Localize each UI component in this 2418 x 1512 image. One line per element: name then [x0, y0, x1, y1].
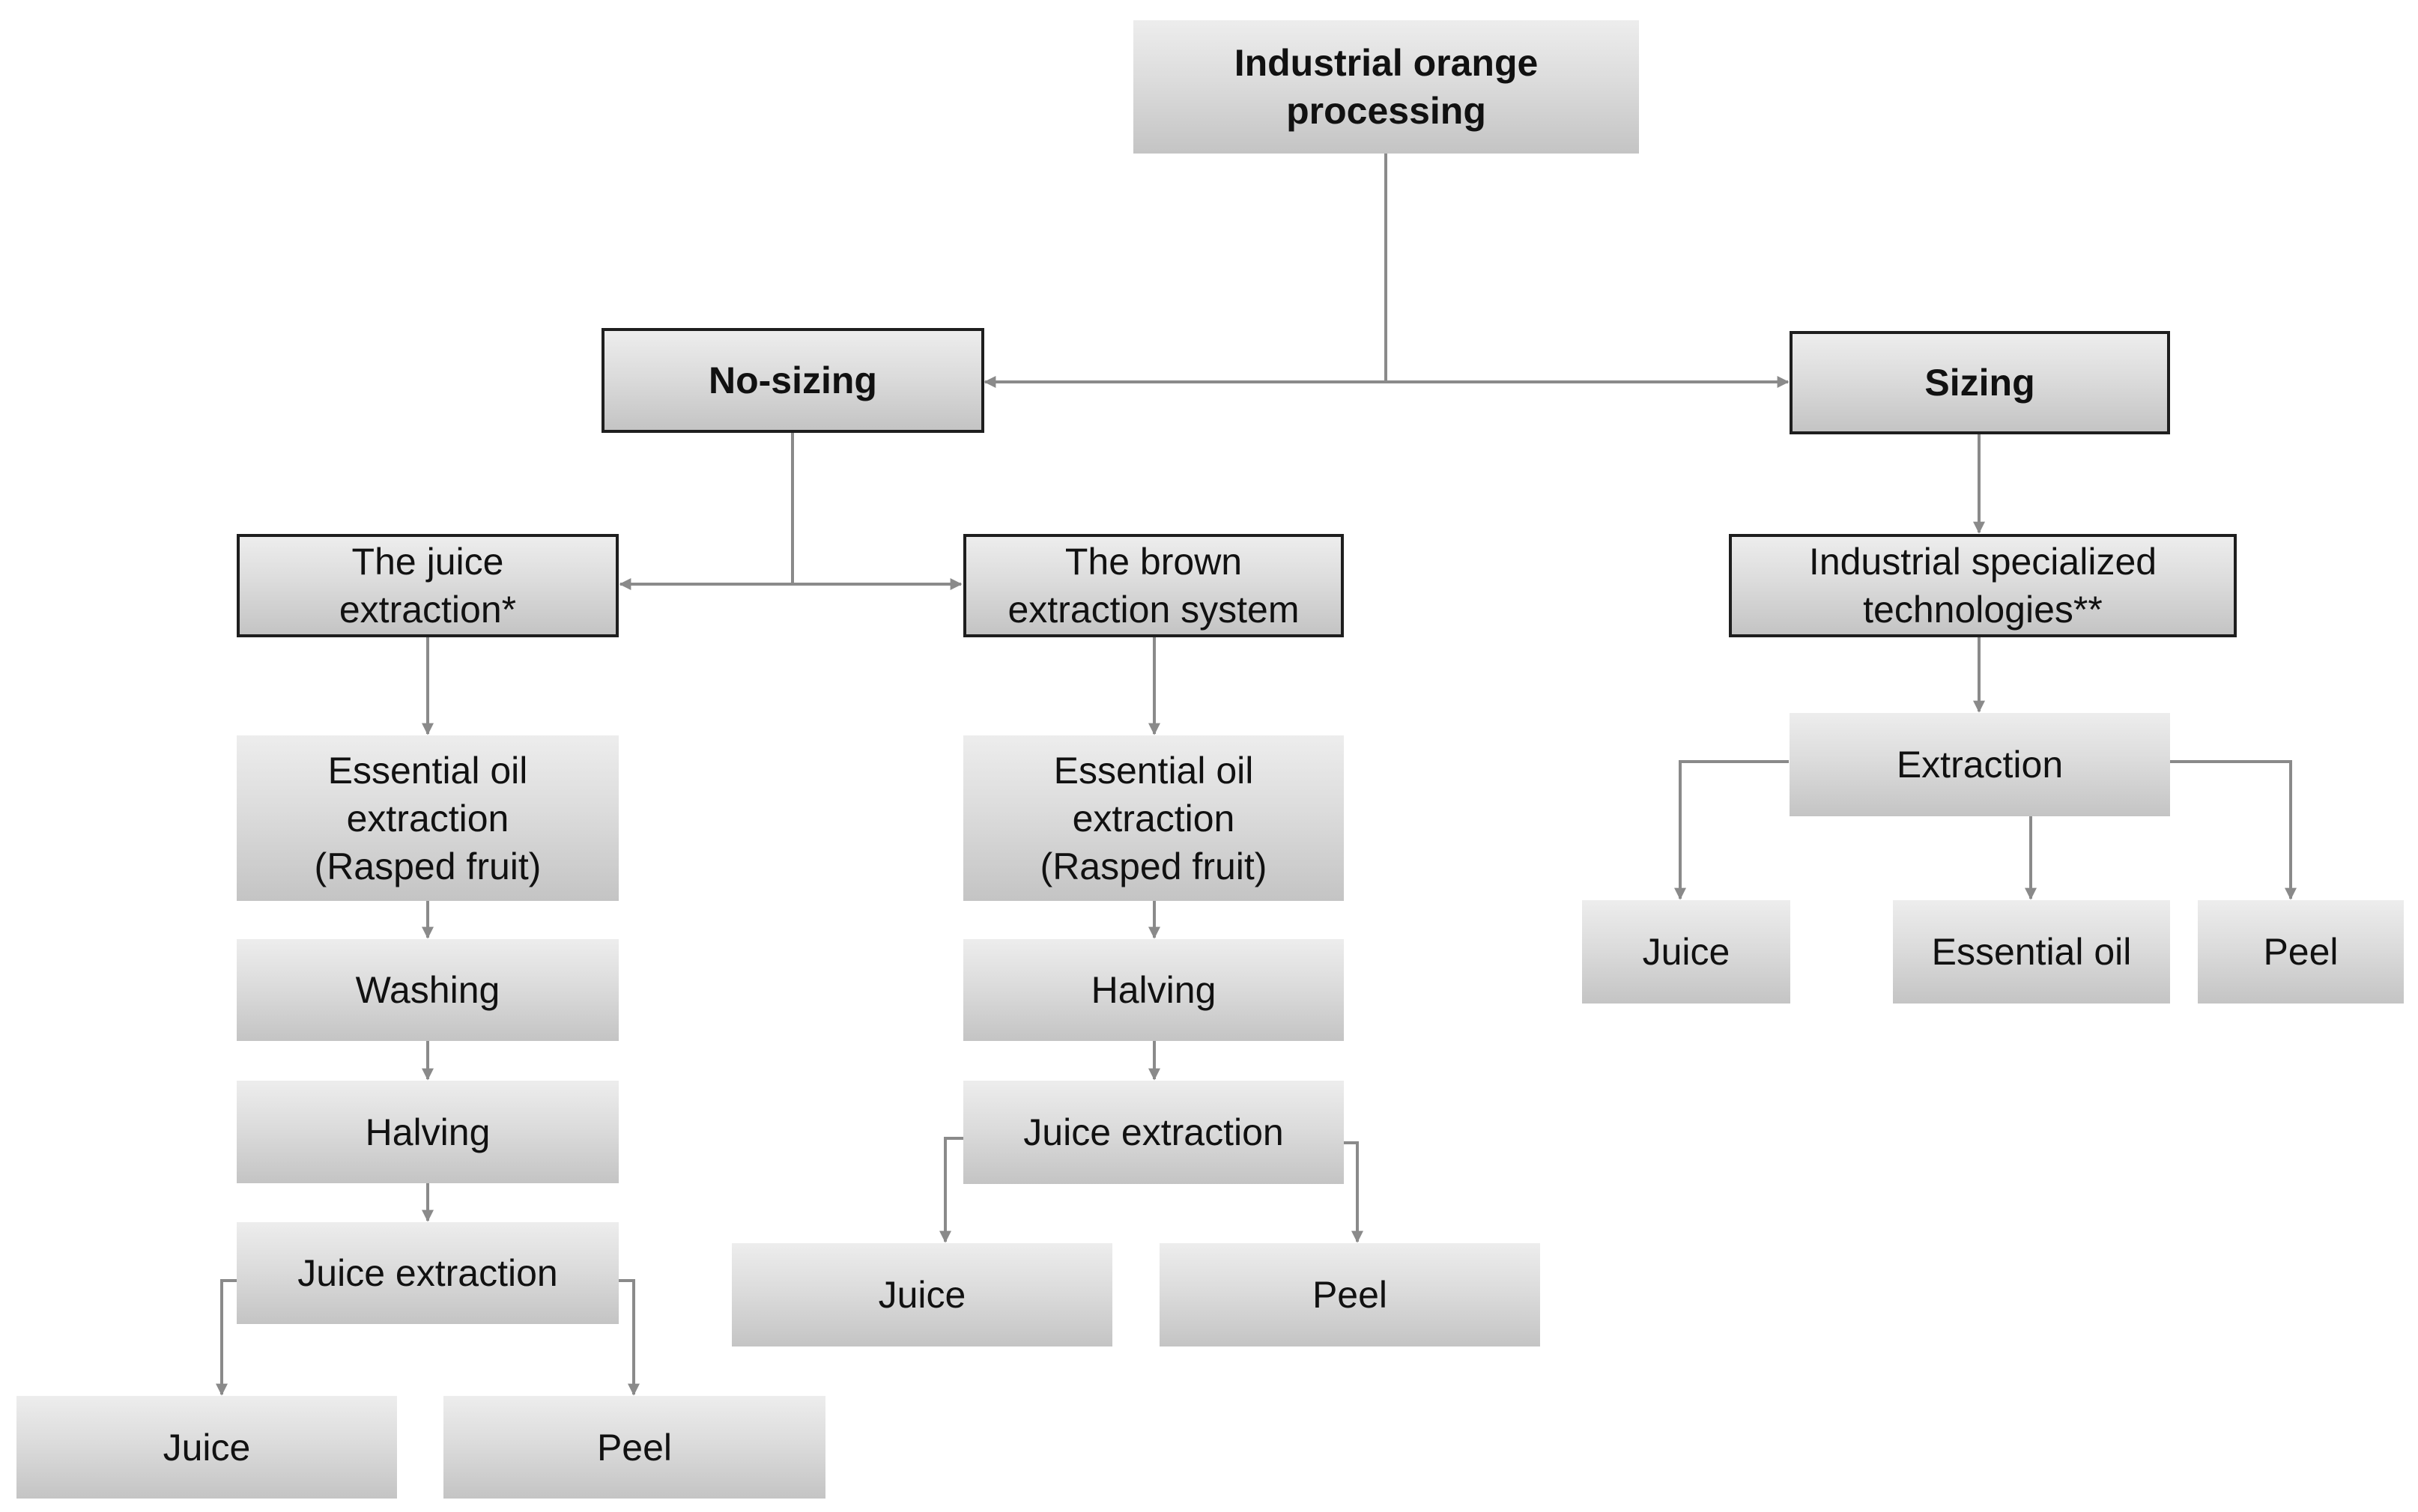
right-peel-output: Peel — [2198, 900, 2404, 1004]
left-peel-output: Peel — [443, 1396, 825, 1499]
middle-juice-output: Juice — [732, 1243, 1112, 1346]
middle-peel-output: Peel — [1160, 1243, 1540, 1346]
left-halving-step: Halving — [237, 1081, 619, 1183]
no-sizing-node: No-sizing — [602, 328, 984, 433]
sizing-node: Sizing — [1790, 331, 2170, 434]
middle-halving-step: Halving — [963, 939, 1344, 1041]
industrial-technologies-node: Industrial specialized technologies** — [1729, 534, 2237, 637]
right-essential-oil-output: Essential oil — [1893, 900, 2170, 1004]
middle-essential-oil-step: Essential oil extraction (Rasped fruit) — [963, 735, 1344, 901]
left-washing-step: Washing — [237, 939, 619, 1041]
left-essential-oil-step: Essential oil extraction (Rasped fruit) — [237, 735, 619, 901]
left-juice-extraction-step: Juice extraction — [237, 1222, 619, 1324]
extraction-step: Extraction — [1790, 713, 2170, 816]
middle-juice-extraction-step: Juice extraction — [963, 1081, 1344, 1184]
root-node: Industrial orange processing — [1133, 20, 1639, 154]
left-juice-output: Juice — [16, 1396, 397, 1499]
juice-extraction-node: The juice extraction* — [237, 534, 619, 637]
right-juice-output: Juice — [1582, 900, 1790, 1004]
brown-extraction-system-node: The brown extraction system — [963, 534, 1344, 637]
